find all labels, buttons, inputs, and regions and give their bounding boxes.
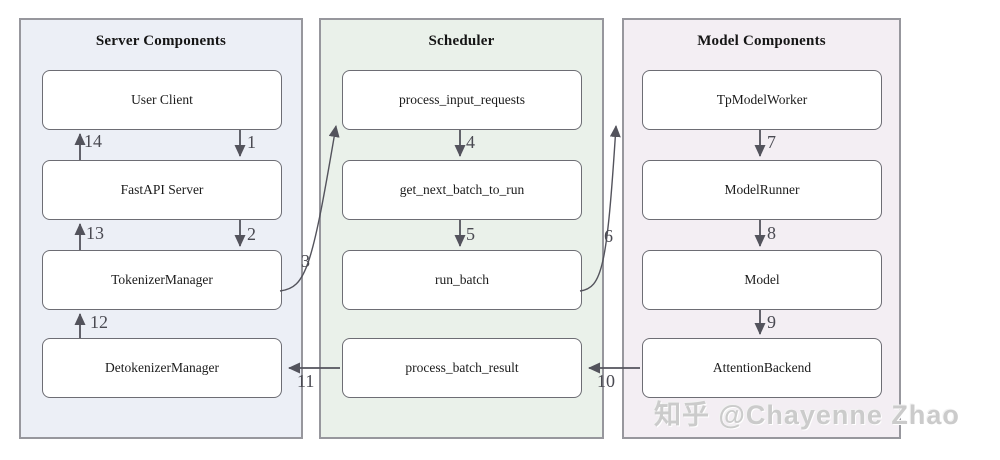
- edge-label-4: 4: [466, 132, 475, 152]
- edge-label-3: 3: [301, 251, 310, 271]
- panel-title-model-components: Model Components: [697, 33, 826, 49]
- panel-scheduler: Scheduler process_input_requests get_nex…: [319, 18, 604, 439]
- edge-label-14: 14: [84, 131, 102, 151]
- node-user-client: User Client: [42, 70, 282, 130]
- edge-label-1: 1: [247, 132, 256, 152]
- edge-label-12: 12: [90, 312, 108, 332]
- panel-title-scheduler: Scheduler: [428, 33, 495, 49]
- node-tp-model-worker: TpModelWorker: [642, 70, 882, 130]
- node-model-runner: ModelRunner: [642, 160, 882, 220]
- panel-server-components: Server Components User Client FastAPI Se…: [19, 18, 303, 439]
- node-model: Model: [642, 250, 882, 310]
- node-process-batch-result: process_batch_result: [342, 338, 582, 398]
- panel-model-components: Model Components TpModelWorker ModelRunn…: [622, 18, 901, 439]
- node-run-batch: run_batch: [342, 250, 582, 310]
- panel-title-server-components: Server Components: [95, 33, 227, 49]
- node-fastapi-server: FastAPI Server: [42, 160, 282, 220]
- edge-label-10: 10: [597, 371, 615, 391]
- node-detokenizer-manager: DetokenizerManager: [42, 338, 282, 398]
- edge-label-11: 11: [297, 371, 315, 391]
- node-process-input-requests: process_input_requests: [342, 70, 582, 130]
- edge-label-7: 7: [767, 132, 776, 152]
- edge-label-9: 9: [767, 312, 776, 332]
- edge-label-5: 5: [466, 224, 475, 244]
- node-get-next-batch-to-run: get_next_batch_to_run: [342, 160, 582, 220]
- edge-label-13: 13: [86, 223, 104, 243]
- node-tokenizer-manager: TokenizerManager: [42, 250, 282, 310]
- edge-label-2: 2: [247, 224, 256, 244]
- watermark-text: 知乎 @Chayenne Zhao: [654, 400, 960, 430]
- node-attention-backend: AttentionBackend: [642, 338, 882, 398]
- edge-label-6: 6: [604, 226, 613, 246]
- edge-label-8: 8: [767, 223, 776, 243]
